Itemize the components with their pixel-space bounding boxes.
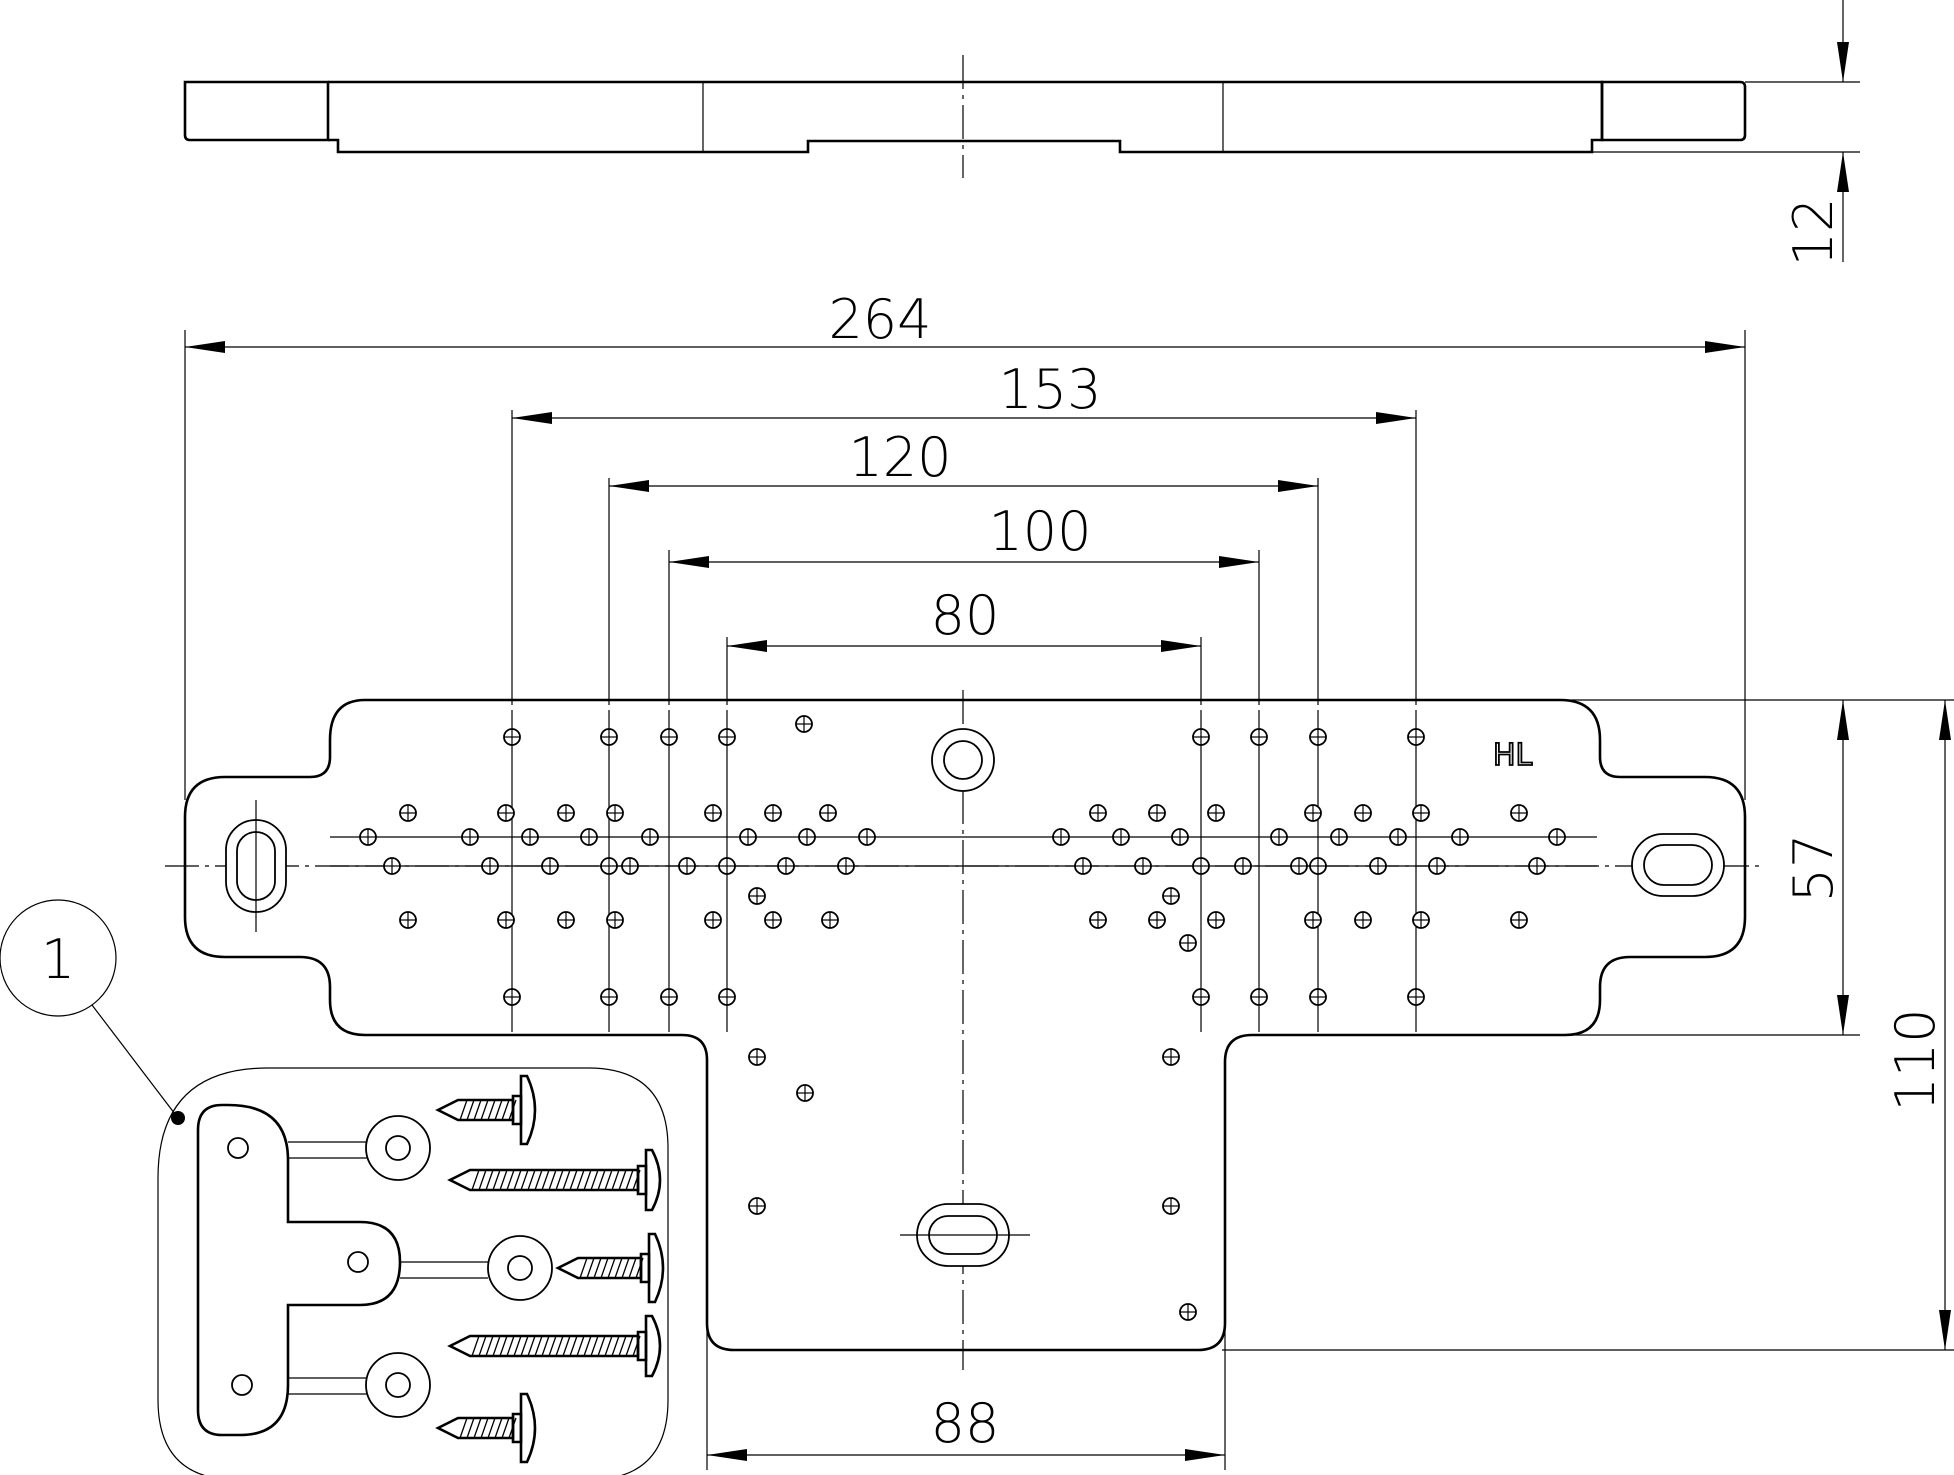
left-slot <box>226 800 286 932</box>
dimension-span-120: 120 <box>848 426 951 489</box>
plate-marking: HL <box>1493 738 1533 773</box>
screw <box>450 1316 660 1376</box>
callout-number: 1 <box>41 928 75 991</box>
horizontal-dimensions: 264 153 120 100 80 88 <box>185 288 1745 1470</box>
screw <box>438 1076 535 1144</box>
screw <box>558 1234 663 1302</box>
right-slot <box>1632 834 1724 896</box>
bottom-slot <box>900 1204 1030 1266</box>
mounting-plate: HL <box>165 690 1765 1370</box>
screws <box>438 1076 663 1462</box>
accessory-kit: 1 <box>0 900 668 1475</box>
dimension-bottom-width: 88 <box>931 1392 1000 1455</box>
callout-leader-dot <box>171 1111 185 1125</box>
dimension-overall-length: 264 <box>828 288 931 351</box>
dimension-thickness: 12 <box>1782 198 1845 267</box>
dimension-span-153: 153 <box>998 358 1101 421</box>
screw <box>438 1394 535 1462</box>
dimension-plate-height: 57 <box>1782 834 1845 903</box>
top-center-hole <box>932 729 994 791</box>
dimension-total-height: 110 <box>1884 1008 1947 1111</box>
screw <box>450 1150 660 1210</box>
dimension-span-100: 100 <box>988 500 1091 563</box>
dimension-span-80: 80 <box>931 584 1000 647</box>
vertical-dimensions: 57 110 <box>1222 700 1954 1350</box>
small-holes <box>360 716 1565 1320</box>
side-view: 12 <box>185 0 1860 266</box>
